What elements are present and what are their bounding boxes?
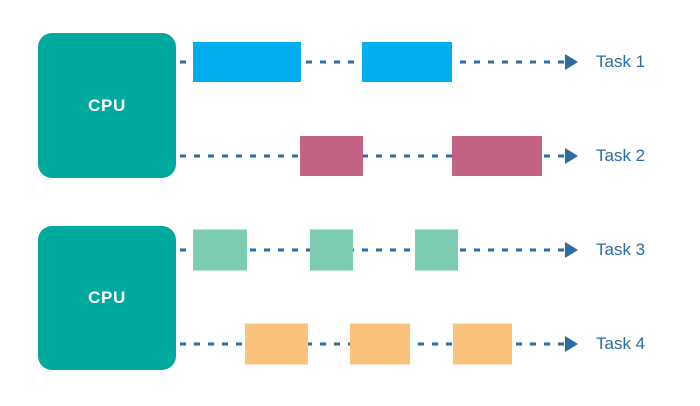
arrow-head-icon [565, 54, 578, 70]
cpu-burst-block [193, 229, 247, 271]
cpu-burst-block [452, 136, 542, 176]
task-label-4: Task 4 [596, 334, 646, 353]
cpu-block-2: CPU [38, 226, 176, 370]
cpu-burst-block [310, 229, 353, 271]
cpu-burst-block [453, 323, 512, 365]
cpu-burst-block [245, 323, 308, 365]
arrow-head-icon [565, 336, 578, 352]
arrow-head-icon [565, 148, 578, 164]
task-label-1: Task 1 [596, 52, 646, 71]
cpu-burst-block [193, 42, 301, 82]
task-label-2: Task 2 [596, 146, 646, 165]
task-lane-2 [180, 133, 565, 179]
cpu-burst-block [300, 136, 363, 176]
cpu-burst-block [362, 42, 452, 82]
dashed-timeline-line [180, 248, 565, 252]
task-lane-3 [180, 227, 565, 273]
task-lane-4 [180, 321, 565, 367]
cpu-burst-block [350, 323, 410, 365]
cpu-label: CPU [88, 288, 126, 307]
task-lane-1 [180, 39, 565, 85]
dashed-timeline-line [180, 154, 565, 158]
cpu-label: CPU [88, 95, 126, 115]
cpu-burst-block [415, 229, 458, 271]
cpu-block-1: CPU [38, 33, 176, 178]
arrow-head-icon [565, 242, 578, 258]
task-label-3: Task 3 [596, 240, 646, 259]
